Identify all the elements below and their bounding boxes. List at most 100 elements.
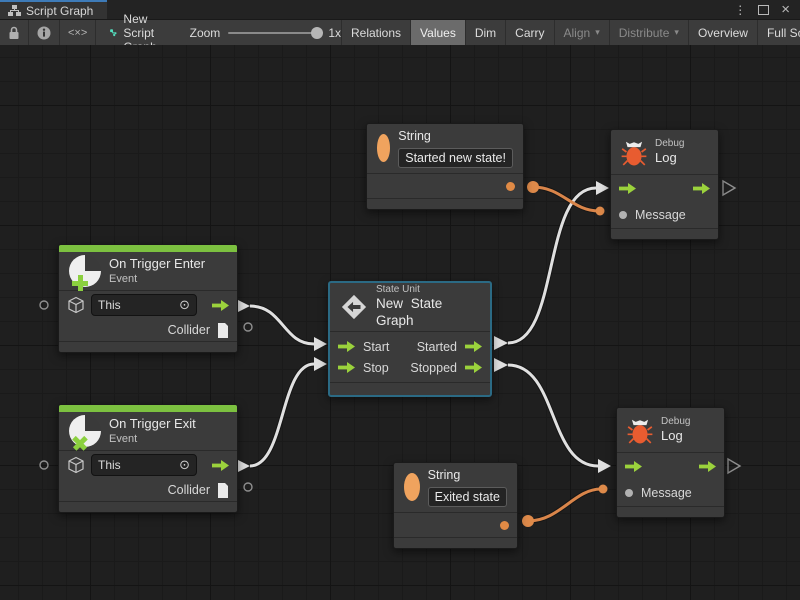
gameobject-cube-icon	[68, 456, 84, 474]
graph-toolbar: <×> New Script Graph Zoom 1x Relations V…	[0, 12, 800, 54]
message-input-port[interactable]	[625, 489, 633, 497]
bug-icon	[621, 141, 647, 166]
node-state-unit[interactable]: State Unit New State Graph Start Started	[328, 281, 492, 397]
trigger-exit-icon	[69, 415, 101, 451]
unconnected-flow-triangle[interactable]	[722, 179, 737, 197]
dim-toggle[interactable]: Dim	[464, 20, 505, 45]
graph-canvas[interactable]: String Started new state! D	[0, 45, 800, 600]
node-string-top[interactable]: String Started new state!	[366, 123, 524, 210]
wire-enter-to-start[interactable]	[249, 304, 315, 346]
node-title: On Trigger Enter	[109, 256, 206, 272]
wire-string-to-message-top[interactable]	[532, 185, 600, 213]
string-output-port[interactable]	[500, 520, 509, 530]
flow-output-port[interactable]	[465, 341, 482, 352]
flow-output-port[interactable]	[465, 362, 482, 373]
lock-button[interactable]	[0, 20, 29, 45]
flow-input-port[interactable]	[619, 183, 636, 194]
wire-stopped-to-log[interactable]	[507, 363, 599, 468]
unconnected-port-circle[interactable]	[243, 482, 253, 492]
chevron-down-icon: ▾	[595, 27, 600, 37]
flow-input-port[interactable]	[338, 362, 355, 373]
target-self-dropdown[interactable]: This ⊙	[91, 454, 197, 476]
tab-label: Script Graph	[26, 3, 94, 18]
port-label: Stop	[363, 360, 389, 375]
collider-output-port[interactable]	[217, 482, 229, 498]
tab-script-graph[interactable]: Script Graph	[0, 0, 108, 19]
unconnected-port-circle[interactable]	[39, 460, 49, 470]
toolbar-toggles: Relations Values Dim Carry Align▾ Distri…	[341, 20, 800, 45]
values-toggle[interactable]: Values	[410, 20, 465, 45]
node-string-bottom[interactable]: String Exited state	[393, 462, 518, 549]
fullscreen-button[interactable]: Full Scr	[756, 20, 800, 45]
code-view-button[interactable]: <×>	[60, 20, 97, 45]
flow-output-port[interactable]	[212, 299, 229, 311]
node-footer	[330, 382, 490, 395]
flow-source-triangle	[236, 299, 250, 313]
flow-source-triangle	[494, 336, 508, 350]
maximize-icon[interactable]	[758, 4, 770, 15]
node-footer	[394, 536, 517, 548]
state-unit-icon	[341, 294, 367, 320]
code-icon: <×>	[68, 26, 88, 39]
window-menu-icon[interactable]: ⋮	[734, 2, 747, 17]
wire-started-to-log[interactable]	[507, 186, 597, 345]
node-category: Debug	[655, 137, 685, 149]
collider-output-port[interactable]	[217, 322, 229, 338]
message-input-port[interactable]	[619, 211, 627, 219]
overview-button[interactable]: Overview	[687, 20, 757, 45]
node-title: String	[427, 468, 461, 482]
tab-bar: Script Graph ⋮ ×	[0, 0, 800, 20]
close-icon[interactable]: ×	[781, 1, 790, 18]
zoom-label: Zoom	[189, 25, 221, 40]
node-title: Log	[655, 149, 677, 165]
node-subtitle: Event	[109, 272, 138, 285]
wire-layer	[39, 179, 742, 527]
graph-hierarchy-icon	[8, 4, 21, 16]
node-on-trigger-exit[interactable]: On Trigger Exit Event This ⊙	[58, 404, 238, 513]
wire-exit-to-stop[interactable]	[249, 362, 315, 468]
wire-string-to-message-bottom[interactable]	[527, 487, 602, 523]
wire-arrowhead	[314, 337, 327, 351]
port-label: Message	[635, 208, 686, 222]
event-color-strip	[59, 245, 237, 252]
node-footer	[611, 228, 718, 239]
node-title: String	[398, 129, 431, 143]
graph-title: New Script Graph	[96, 12, 175, 54]
zoom-slider[interactable]	[228, 26, 324, 39]
node-title: On Trigger Exit	[109, 416, 196, 432]
unconnected-port-circle[interactable]	[243, 322, 253, 332]
string-literal-icon	[377, 134, 391, 163]
node-on-trigger-enter[interactable]: On Trigger Enter Event This ⊙	[58, 244, 238, 353]
chevron-down-icon: ▾	[674, 27, 679, 37]
value-wire-dot	[598, 484, 608, 494]
flow-output-port[interactable]	[212, 459, 229, 471]
unconnected-flow-triangle[interactable]	[727, 457, 742, 475]
flow-output-port[interactable]	[693, 183, 710, 194]
unconnected-port-circle[interactable]	[39, 300, 49, 310]
align-dropdown[interactable]: Align▾	[553, 20, 609, 45]
port-label: Collider	[167, 483, 210, 497]
plus-icon	[72, 275, 88, 291]
info-button[interactable]	[29, 20, 60, 45]
zoom-slider-handle[interactable]	[311, 26, 324, 39]
node-subtitle: Event	[109, 432, 138, 445]
flow-input-port[interactable]	[625, 461, 642, 472]
node-debug-log-top[interactable]: Debug Log Message	[610, 129, 719, 240]
string-value-field[interactable]: Exited state	[427, 486, 507, 507]
target-self-dropdown[interactable]: This ⊙	[91, 294, 197, 316]
flow-output-port[interactable]	[699, 461, 716, 472]
distribute-dropdown[interactable]: Distribute▾	[608, 20, 688, 45]
bug-icon	[627, 419, 653, 444]
node-footer	[59, 341, 237, 352]
object-picker-icon[interactable]: ⊙	[179, 457, 190, 472]
string-output-port[interactable]	[506, 181, 515, 191]
string-value-field[interactable]: Started new state!	[398, 147, 513, 168]
zoom-value: 1x	[328, 25, 341, 40]
carry-toggle[interactable]: Carry	[505, 20, 553, 45]
port-label: Start	[363, 339, 390, 354]
object-picker-icon[interactable]: ⊙	[179, 297, 190, 312]
flow-input-port[interactable]	[338, 341, 355, 352]
relations-toggle[interactable]: Relations	[341, 20, 410, 45]
node-debug-log-bottom[interactable]: Debug Log Message	[616, 407, 725, 518]
